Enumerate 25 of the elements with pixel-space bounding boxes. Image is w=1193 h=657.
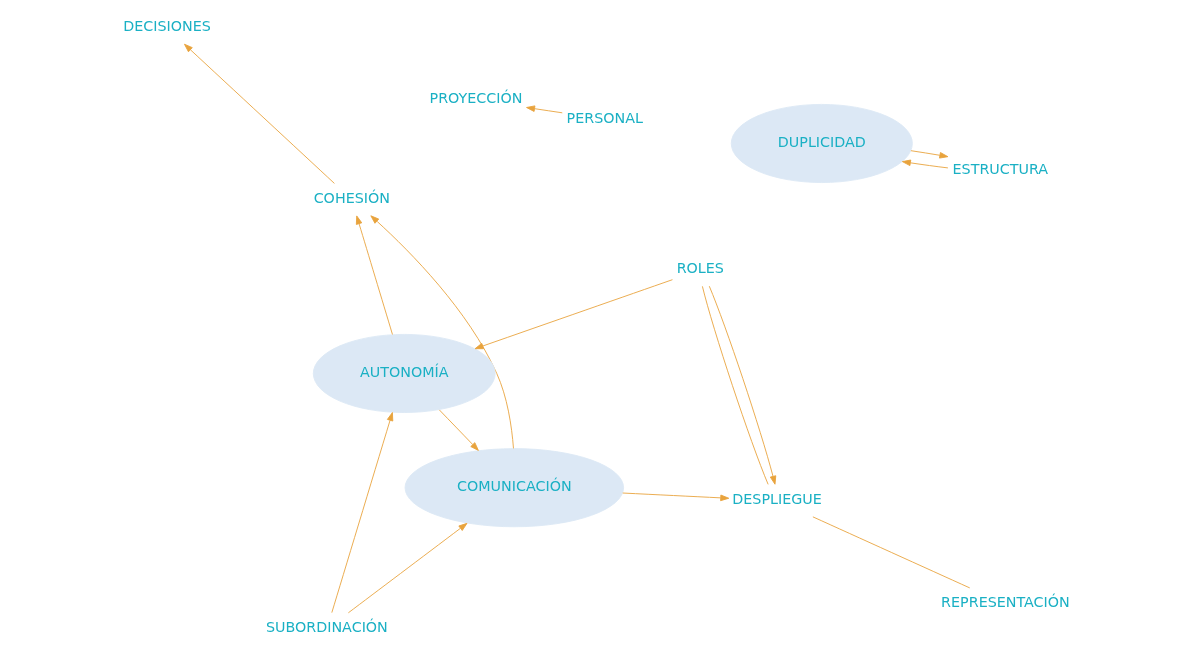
arrow: [347, 522, 468, 614]
node-text: DECISIONES: [123, 18, 211, 35]
arrow: [474, 279, 673, 350]
arrow: [370, 215, 514, 449]
arrow: [901, 159, 949, 169]
arrow: [355, 215, 393, 335]
arrow: [708, 285, 777, 485]
node-text: ROLES: [676, 260, 724, 277]
node-text: COHESIÓN: [313, 189, 390, 206]
arrow: [184, 43, 335, 184]
node-text: PERSONAL: [566, 109, 643, 126]
node-text: DESPLIEGUE: [732, 491, 822, 508]
arrow: [331, 412, 394, 614]
arrow: [526, 105, 563, 114]
node-text: REPRESENTACIÓN: [941, 594, 1070, 611]
node-text: PROYECCIÓN: [429, 90, 523, 107]
node-ellipse: AUTONOMÍA: [312, 333, 496, 413]
node-text: ESTRUCTURA: [952, 160, 1049, 177]
arrow: [622, 492, 730, 502]
node-text: SUBORDINACIÓN: [265, 619, 388, 636]
arrow: [438, 409, 479, 451]
node-ellipse: COMUNICACIÓN: [404, 448, 624, 528]
connector: [812, 516, 971, 589]
connector: [701, 285, 769, 485]
arrow: [910, 150, 949, 159]
